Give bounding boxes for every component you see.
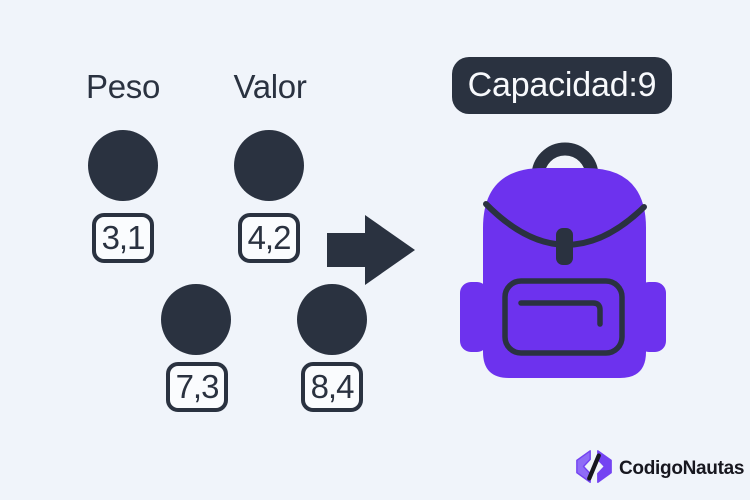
backpack-icon xyxy=(458,138,668,383)
item-circle xyxy=(161,284,231,355)
item-label: 7,3 xyxy=(175,368,220,405)
item-label: 8,4 xyxy=(310,368,355,405)
value-column-label: Valor xyxy=(233,68,307,105)
weight-column-label: Peso xyxy=(85,68,161,105)
item-weight-value-box: 3,1 xyxy=(92,213,154,263)
item-weight-value-box: 4,2 xyxy=(238,213,300,263)
item-weight-value-box: 8,4 xyxy=(301,362,363,412)
brand-logo: CodigoNautas xyxy=(573,448,744,490)
item-weight-value-box: 7,3 xyxy=(166,362,228,412)
brand-name: CodigoNautas xyxy=(619,458,745,479)
code-slash-icon xyxy=(573,447,615,492)
item-circle xyxy=(234,130,304,201)
capacity-badge-label: Capacidad:9 xyxy=(467,66,657,104)
item-circle xyxy=(88,130,158,201)
capacity-badge: Capacidad:9 xyxy=(452,57,672,114)
item-label: 4,2 xyxy=(247,219,292,256)
arrow-right-icon xyxy=(327,215,417,285)
item-circle xyxy=(297,284,367,355)
item-label: 3,1 xyxy=(101,219,146,256)
